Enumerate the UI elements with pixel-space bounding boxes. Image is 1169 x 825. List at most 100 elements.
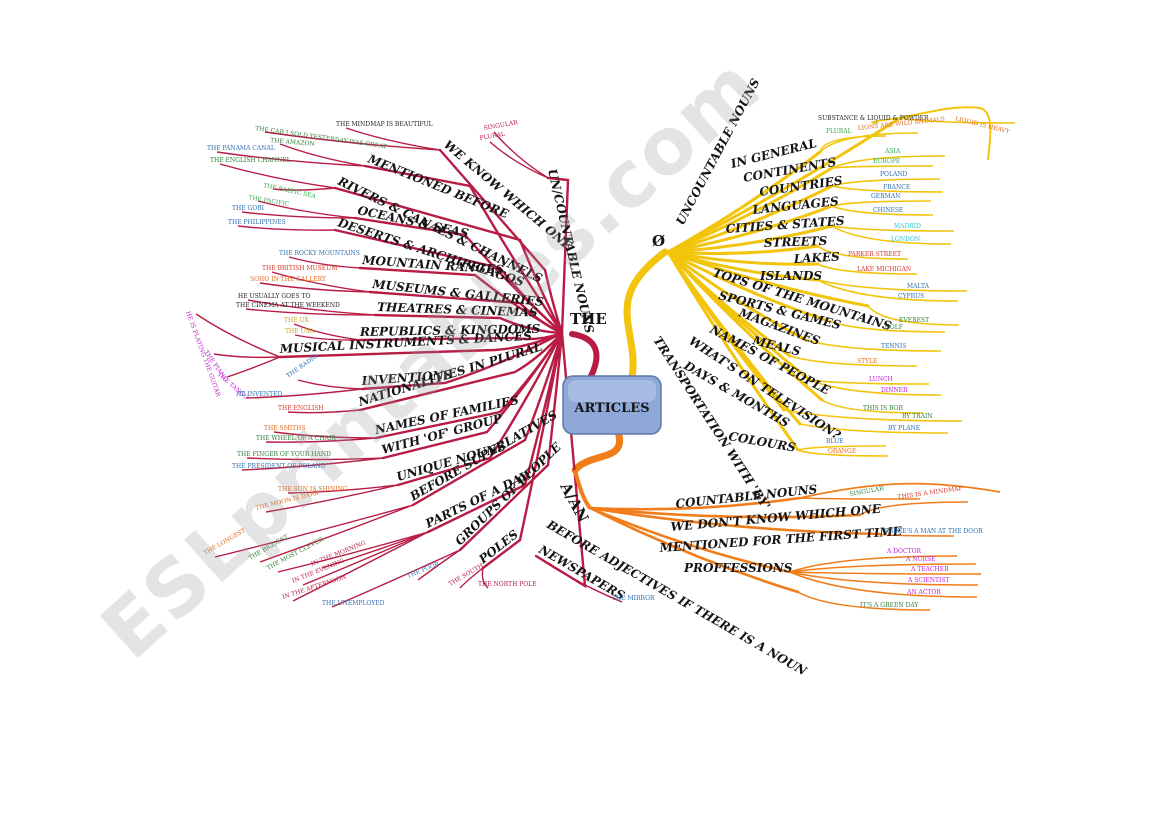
the-sub-branch-line [259, 504, 414, 563]
zero-example-label: BLUE [826, 438, 844, 445]
zero-sub-branch-line [831, 178, 941, 187]
the-branch-line [381, 331, 564, 460]
aan-example-label: IT'S A GREEN DAY [860, 602, 919, 609]
zero-sub-branch-line [799, 423, 949, 434]
aan-sub-branch-line [789, 555, 958, 573]
zero-category-label: ISLANDS [759, 269, 822, 283]
zero-branch-line [666, 166, 834, 254]
zero-squiggle-line [899, 106, 992, 161]
zero-example-label: MADRID [894, 223, 921, 230]
the-example-label: THE USA [285, 328, 315, 335]
zero-sub-branch-line [825, 319, 946, 333]
the-example-label: HE USUALLY GOES TO [238, 293, 310, 300]
zero-sub-branch-line [819, 132, 919, 153]
branch-zero-trunk [623, 248, 669, 382]
the-example-label: SOHO IN THE GALLERY [250, 276, 327, 283]
branch-aan-trunk [571, 428, 624, 474]
zero-sub-branch-line [831, 185, 944, 193]
zero-branch-line [666, 250, 820, 266]
the-example-label: THE POOR [406, 560, 441, 579]
the-example-label: THE MIRROR [612, 595, 655, 602]
zero-sub-branch-line [867, 305, 960, 326]
the-sub-branch-line [302, 531, 429, 586]
aan-sub-branch-line [799, 497, 921, 500]
zero-branch-line [666, 150, 822, 254]
zero-sub-branch-line [797, 449, 889, 457]
zero-example-label: LIQUID IS HEAVY [955, 115, 1012, 136]
zero-example-label: DINNER [881, 387, 908, 394]
the-sub-branch-line [288, 256, 361, 269]
aan-example-label: A DOCTOR [886, 548, 921, 555]
zero-sub-branch-line [831, 225, 952, 245]
aan-sub-branch-line [789, 571, 982, 575]
the-sub-branch-line [277, 531, 429, 573]
zero-example-label: ORANGE [828, 448, 856, 455]
zero-branch-line [666, 250, 870, 308]
the-sub-branch-line [535, 555, 623, 603]
the-sub-branch-line [271, 271, 371, 293]
aan-example-label: AN ACTOR [906, 589, 941, 596]
the-example-label: HE INVENTED [236, 391, 282, 398]
zero-sub-branch-line [831, 165, 934, 169]
the-category-label: INVENTIONS [360, 368, 453, 388]
the-example-label: THE PHILIPPINES [228, 219, 286, 226]
the-example-label: THE ROCKY MOUNTAINS [279, 250, 360, 257]
zero-example-label: FRANCE [883, 184, 910, 191]
the-sub-branch-line [287, 484, 399, 494]
aan-sub-branch-line [859, 501, 969, 516]
the-branch-line [546, 176, 570, 335]
zero-branch-line [666, 184, 834, 254]
zero-sub-branch-line [817, 279, 959, 302]
the-sub-branch-line [245, 308, 376, 316]
the-example-label: THE FINGER OF YOUR HAND [237, 451, 331, 458]
the-example-label: THE SMITHS [264, 425, 306, 432]
zero-example-label: EUROPE [873, 158, 900, 165]
the-example-label: THE WHEEL OF A CHAIR [256, 435, 336, 442]
zero-example-label: TENNIS [881, 343, 906, 350]
center-node-label: ARTICLES [573, 401, 649, 416]
zero-category-label: LAKES [792, 250, 840, 266]
zero-example-label: LUNCH [869, 376, 893, 383]
aan-branch-line [588, 496, 802, 511]
branch-the-trunk [569, 331, 600, 381]
the-sub-branch-line [297, 379, 363, 390]
the-example-label: THE ENGLISH [278, 405, 324, 412]
zero-sub-branch-line [797, 445, 887, 451]
aan-branch-line [588, 506, 882, 536]
aan-sub-branch-line [789, 571, 978, 598]
zero-sub-branch-line [831, 200, 932, 207]
zero-example-label: SUBSTANCE & LIQUID & POWDER [818, 115, 929, 122]
the-example-label: THE BRITISH MUSEUM [262, 265, 337, 272]
zero-example-label: LONDON [891, 236, 920, 243]
aan-example-label: A NURSE [905, 556, 936, 563]
zero-example-label: THIS IS BOB [863, 405, 903, 412]
the-example-label: THE AMAZON [270, 137, 315, 148]
zero-example-label: MALTA [907, 283, 930, 290]
the-sub-branch-line [417, 549, 461, 581]
aan-category-label: PROFFESSIONS [683, 561, 793, 575]
the-branch-line [481, 331, 564, 570]
the-example-label: PLURAL [479, 131, 505, 142]
zero-sub-branch-line [809, 379, 942, 396]
the-branch-line [411, 331, 564, 507]
the-branch-line [373, 313, 564, 335]
zero-sub-branch-line [817, 263, 918, 275]
the-sub-branch-line [265, 437, 377, 443]
the-sub-branch-line [331, 549, 461, 608]
the-sub-branch-line [195, 313, 281, 358]
the-sub-branch-line [237, 225, 336, 231]
aan-branch-line [588, 506, 800, 594]
aan-example-label: THIS IS A MINDMAP [897, 485, 963, 501]
the-sub-branch-line [481, 567, 489, 589]
the-branch-line [363, 164, 564, 335]
the-branch-line [333, 186, 564, 335]
center-node: ARTICLES [562, 375, 662, 435]
aan-sub-branch-line [789, 563, 977, 573]
the-sub-branch-line [293, 323, 361, 341]
the-example-label: THE GOBI [232, 205, 265, 212]
the-sub-branch-line [272, 187, 336, 191]
aan-sub-branch-line [789, 571, 979, 586]
zero-branch-line [666, 250, 802, 426]
aan-branch-line [588, 506, 862, 519]
